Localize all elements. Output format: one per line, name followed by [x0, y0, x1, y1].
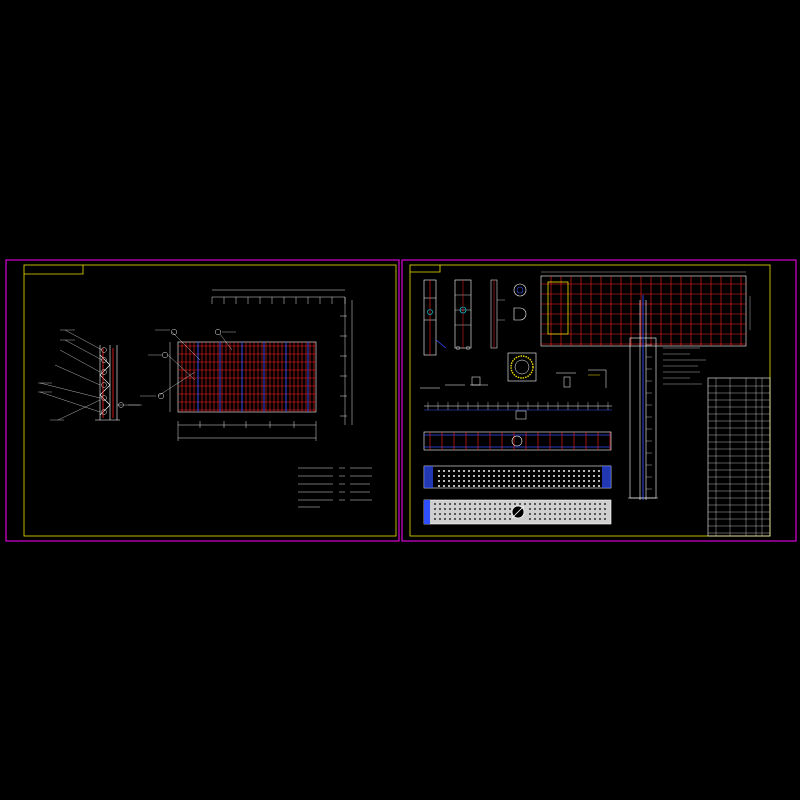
tall-column-elevation: [628, 295, 658, 500]
mesh-leaders: [140, 329, 236, 397]
truss-rebar: [102, 348, 114, 418]
notes-block: [663, 347, 706, 385]
plan-dimension-top: [211, 289, 353, 425]
sheet-left-border: [5, 259, 400, 542]
sheet-left-frame: [23, 264, 397, 537]
sheet-right-title-tab: [410, 265, 441, 273]
rebar-schedule-table: [707, 377, 771, 537]
small-details-row: [420, 369, 607, 389]
sheet-right[interactable]: [401, 259, 797, 542]
rebar-legend: [298, 467, 372, 508]
rebar-mesh-plan: [177, 341, 317, 413]
truss-elevation-detail: [95, 345, 120, 421]
mesh-dimension-bottom: [169, 342, 317, 441]
truss-leaders: [39, 329, 140, 421]
pipe-section-detail: [513, 283, 527, 321]
leader-callout-circle-group-left: [101, 347, 124, 415]
manhole-plan-detail: [507, 352, 537, 382]
beam-elevation-2: [423, 431, 612, 451]
beam-elevation-4: [423, 499, 612, 525]
truss-label-ticks: [38, 329, 142, 421]
pipe-opening-circle: [427, 309, 433, 315]
sheet-left[interactable]: [5, 259, 400, 542]
mesh-plan-right: [540, 271, 751, 347]
column-detail-2: [454, 279, 472, 351]
column-detail-3: [490, 279, 505, 349]
sheet-left-title-tab: [24, 265, 84, 275]
beam-elevation-3: [423, 465, 612, 489]
column-detail-1: [423, 279, 447, 356]
beam-elevation-1: [424, 402, 612, 420]
sheet-right-border: [401, 259, 797, 542]
leader-callout-circle-group-mesh: [157, 328, 222, 400]
